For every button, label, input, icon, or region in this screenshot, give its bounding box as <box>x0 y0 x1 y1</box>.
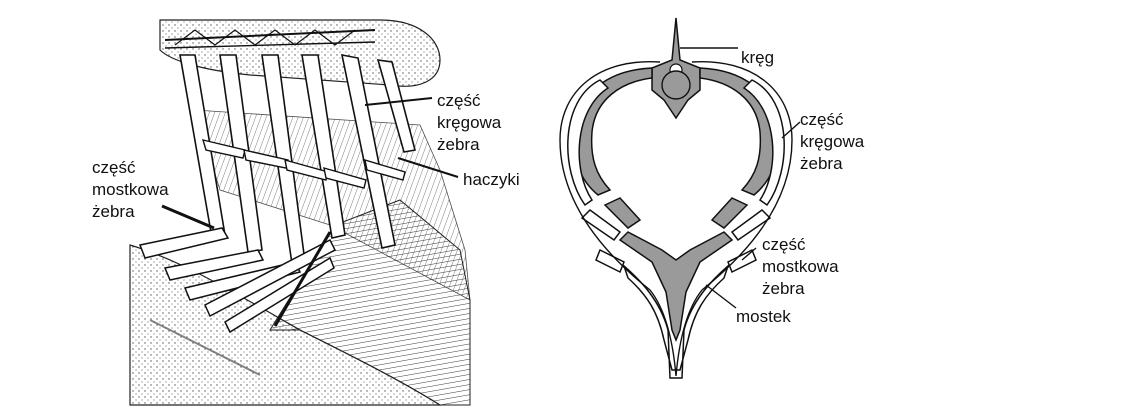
outer-vertebral-ribs <box>567 79 785 274</box>
right-label-vertebra: kręg <box>741 48 774 67</box>
right-cross-section: kręg część kręgowa żebra część mostkowa … <box>559 17 869 379</box>
sternum <box>622 263 730 379</box>
pointer-left-sternal <box>161 204 215 230</box>
uncinate-hooks <box>201 139 406 189</box>
left-label-sternal-part: część mostkowa żebra <box>92 158 173 221</box>
pointer-left-sternum <box>273 231 332 327</box>
thorax-outline <box>559 61 793 377</box>
left-ribcage-illustration: część kręgowa żebra haczyki część mostko… <box>92 19 520 406</box>
sternal-ribs <box>138 227 336 334</box>
right-label-sternum: mostek <box>736 307 791 326</box>
left-label-vertebral-part: część kręgowa żebra <box>437 91 506 154</box>
pointer-right-sternum <box>705 284 737 309</box>
left-label-hooks: haczyki <box>463 170 520 189</box>
pointer-left-vertebral <box>364 97 433 106</box>
pointer-right-sternal <box>741 247 757 261</box>
right-label-sternal-part: część mostkowa żebra <box>762 235 843 298</box>
right-label-vertebral-part: część kręgowa żebra <box>800 110 869 173</box>
pointer-left-hooks <box>397 157 459 178</box>
pointer-right-vertebral <box>781 121 801 139</box>
vertebral-column <box>159 19 441 87</box>
